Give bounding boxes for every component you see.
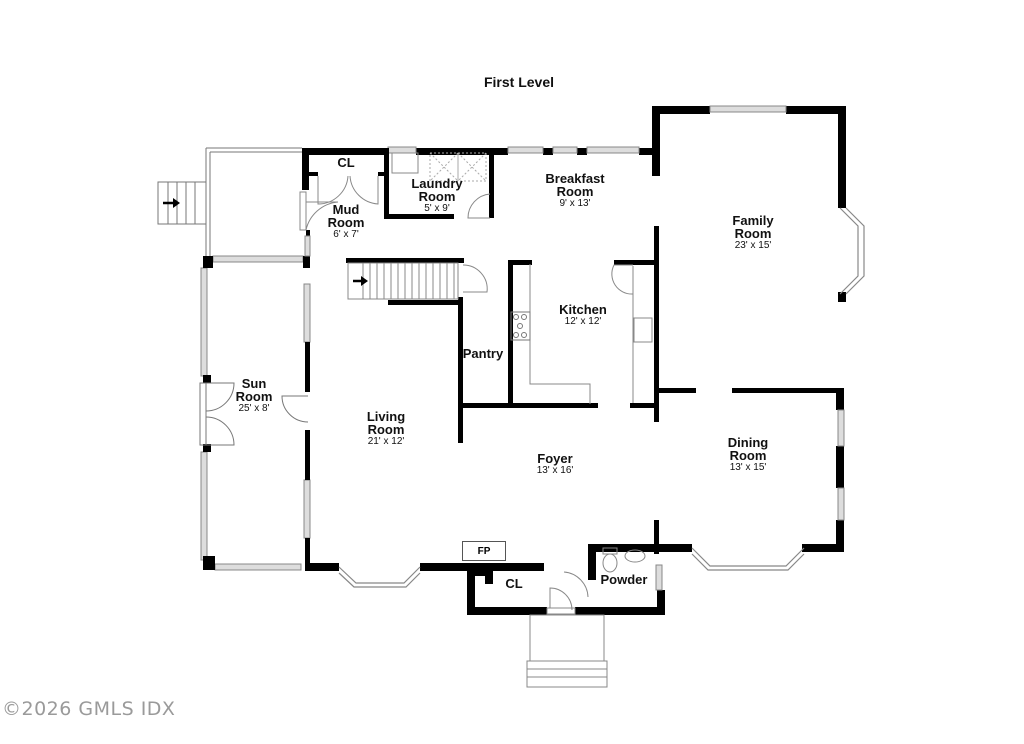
front-door [546, 571, 589, 615]
family-room-bay-window [839, 207, 865, 295]
room-name: Kitchen [559, 302, 607, 317]
fireplace: FP [462, 541, 506, 561]
room-breakfast-room: Breakfast Room 9' x 13' [545, 172, 604, 209]
room-name: Room [367, 422, 405, 437]
room-name: Room [235, 389, 273, 404]
stove-icon [510, 311, 531, 341]
pantry-door [611, 264, 634, 295]
room-name: Room [327, 215, 365, 230]
laundry-sink-icon [391, 152, 419, 174]
sun-room-walls [203, 256, 310, 570]
room-dimensions: 9' x 13' [559, 198, 591, 209]
living-room-side-door [281, 395, 309, 423]
room-name: Living [366, 409, 406, 424]
room-sun-room: Sun Room 25' x 8' [236, 377, 273, 414]
interior-stairs-arrow-icon [353, 276, 368, 286]
room-dimensions: 13' x 16' [536, 465, 574, 476]
powder-fixtures [602, 547, 646, 573]
exterior-walls [302, 106, 846, 615]
room-label-closet-entry: CL [505, 576, 523, 591]
room-name: Family [732, 213, 774, 228]
room-dimensions: 6' x 7' [333, 229, 359, 240]
room-name: Dining [727, 435, 769, 450]
plan-title: First Level [483, 74, 555, 90]
room-family-room: Family Room 23' x 15' [732, 214, 773, 251]
room-name: Laundry [411, 176, 463, 191]
room-name: Sun [241, 376, 267, 391]
mud-room-closet-doors [317, 175, 379, 205]
copyright-watermark: ©2026 GMLS IDX [2, 698, 176, 720]
stair-door [462, 264, 488, 293]
room-dimensions: 5' x 9' [424, 203, 450, 214]
room-mud-room: Mud Room 6' x 7' [328, 203, 365, 240]
room-dimensions: 13' x 15' [729, 462, 767, 473]
sun-room-door [199, 382, 235, 446]
room-foyer: Foyer 13' x 16' [537, 452, 574, 476]
room-name: Room [556, 184, 594, 199]
room-dimensions: 23' x 15' [734, 240, 772, 251]
top-windows [304, 105, 845, 591]
room-dimensions: 25' x 8' [238, 403, 270, 414]
deck-stairs-arrow-icon [163, 198, 180, 208]
room-name: Room [418, 189, 456, 204]
room-label-powder: Powder [600, 572, 648, 587]
room-dimensions: 12' x 12' [564, 316, 602, 327]
room-label-pantry: Pantry [462, 346, 504, 361]
living-room-bay-window [338, 566, 421, 588]
room-label-closet-top: CL [337, 155, 355, 170]
laundry-door [467, 193, 491, 219]
kitchen-sink-icon [633, 317, 653, 343]
room-dining-room: Dining Room 13' x 15' [728, 436, 768, 473]
deck [205, 147, 302, 258]
room-name: Foyer [537, 451, 573, 466]
kitchen-counters [529, 264, 634, 404]
room-laundry-room: Laundry Room 5' x 9' [411, 177, 462, 214]
room-name: Mud [332, 202, 360, 217]
washer-dryer-icon [429, 152, 487, 182]
dining-room-bay-window [691, 547, 805, 571]
front-steps [526, 614, 608, 688]
room-living-room: Living Room 21' x 12' [367, 410, 405, 447]
room-kitchen: Kitchen 12' x 12' [559, 303, 607, 327]
interior-stairs [347, 262, 459, 300]
room-name: Room [729, 448, 767, 463]
mud-room-exterior-door [299, 191, 339, 231]
room-name: Room [734, 226, 772, 241]
room-name: Breakfast [545, 171, 605, 186]
room-dimensions: 21' x 12' [367, 436, 405, 447]
